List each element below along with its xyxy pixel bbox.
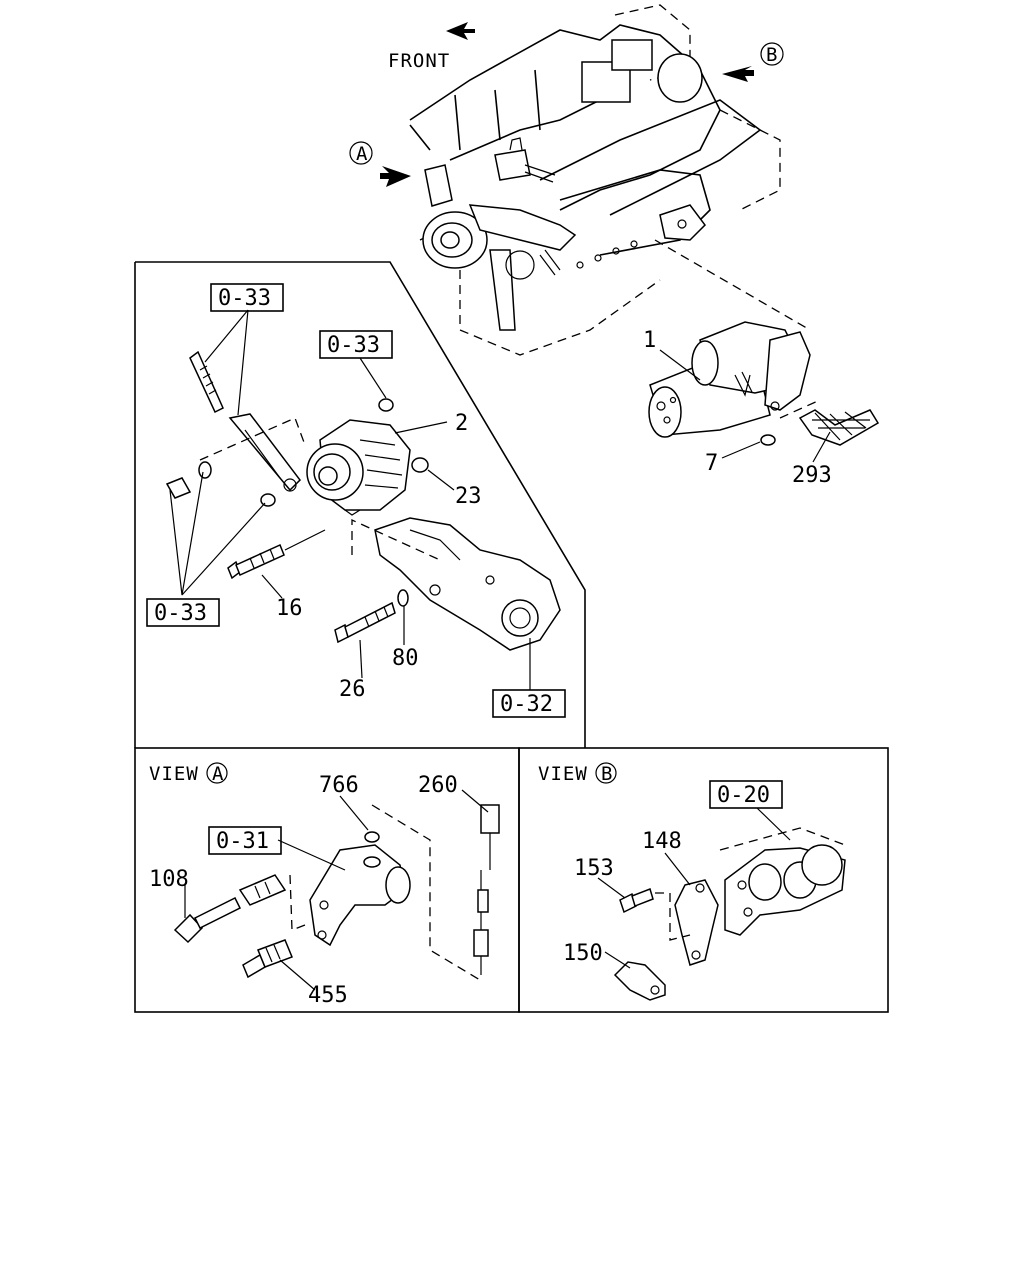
sensor-455 — [242, 939, 293, 979]
view-a-letter: A — [212, 763, 224, 785]
sensor-260 — [473, 804, 500, 975]
ref-box-033-left: 0-33 — [146, 598, 220, 627]
ref-box-032: 0-32 — [492, 689, 566, 718]
ref-033-left-label: 0-33 — [154, 601, 207, 626]
front-arrow — [446, 22, 475, 40]
ref-box-033-top: 0-33 — [210, 283, 284, 312]
nut-small — [260, 493, 276, 507]
nut-7 — [760, 434, 776, 446]
part-2-label: 2 — [455, 411, 468, 436]
part-766-label: 766 — [319, 773, 359, 798]
view-b-arrow: B — [722, 42, 784, 82]
alternator-bracket — [374, 517, 561, 651]
bolt-153 — [619, 888, 654, 914]
part-293-label: 293 — [792, 463, 832, 488]
view-b-panel — [518, 747, 889, 1013]
ref-033-top-label: 0-33 — [218, 286, 271, 311]
part-260-label: 260 — [418, 773, 458, 798]
part-23-label: 23 — [455, 484, 482, 509]
ref-020-label: 0-20 — [717, 783, 770, 808]
circle-b-label: B — [766, 44, 778, 66]
part-80-label: 80 — [392, 646, 419, 671]
alternator — [306, 419, 411, 516]
ref-box-033-nut: 0-33 — [319, 330, 393, 359]
part-16-label: 16 — [276, 596, 303, 621]
sensor-108 — [173, 874, 287, 944]
view-b-title: VIEW — [538, 763, 588, 785]
part-455-label: 455 — [308, 983, 348, 1008]
part-148-label: 148 — [642, 829, 682, 854]
water-outlet — [309, 844, 411, 947]
ref-031-label: 0-31 — [216, 829, 269, 854]
exhaust-manifold — [719, 827, 846, 936]
alternator-panel-frame — [134, 261, 586, 748]
part-108-label: 108 — [149, 867, 189, 892]
washer-80 — [397, 589, 409, 607]
bracket-148 — [674, 879, 719, 966]
washer-766 — [364, 831, 380, 843]
adjusting-plate — [228, 413, 301, 492]
part-153-label: 153 — [574, 856, 614, 881]
ref-032-label: 0-32 — [500, 692, 553, 717]
view-a-arrow: A — [349, 141, 411, 187]
part-150-label: 150 — [563, 941, 603, 966]
ref-033-nut-label: 0-33 — [327, 333, 380, 358]
starter-motor — [648, 321, 811, 438]
bolt-16 — [227, 543, 285, 580]
front-label: FRONT — [388, 50, 450, 72]
clamp-150 — [613, 961, 666, 1001]
part-7-label: 7 — [705, 451, 718, 476]
nut-033 — [378, 398, 394, 412]
bolt-26 — [334, 601, 396, 644]
engine-illustration — [409, 4, 811, 356]
ref-box-031: 0-31 — [208, 826, 282, 855]
adjust-bolt — [189, 350, 224, 414]
ref-box-020: 0-20 — [709, 780, 783, 809]
pivot-bolt — [165, 461, 212, 499]
view-b-letter: B — [601, 763, 613, 785]
gasket-293 — [798, 409, 880, 446]
nut-23 — [411, 457, 429, 473]
view-a-title: VIEW — [149, 763, 199, 785]
circle-a-label: A — [356, 143, 368, 165]
part-1-label: 1 — [643, 328, 656, 353]
part-26-label: 26 — [339, 677, 366, 702]
